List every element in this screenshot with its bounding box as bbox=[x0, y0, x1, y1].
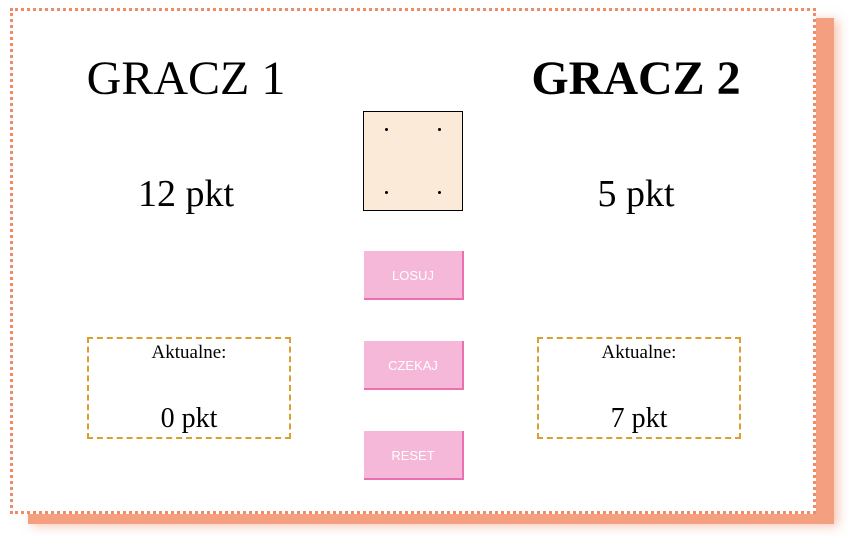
game-board: GRACZ 1 GRACZ 2 12 pkt 5 pkt LOSUJ CZEKA… bbox=[10, 8, 816, 514]
player-1-current-label: Aktualne: bbox=[151, 342, 227, 363]
player-1-title: GRACZ 1 bbox=[86, 52, 286, 105]
die-face-four-icon bbox=[363, 111, 463, 211]
roll-button[interactable]: LOSUJ bbox=[364, 251, 464, 300]
hold-button[interactable]: CZEKAJ bbox=[364, 341, 464, 390]
die-pip bbox=[385, 191, 388, 194]
die-pip bbox=[385, 128, 388, 131]
player-2-total-score: 5 pkt bbox=[597, 173, 675, 215]
player-1-total-score: 12 pkt bbox=[137, 173, 235, 215]
player-2-current-value: 7 pkt bbox=[610, 403, 668, 434]
player-2-title: GRACZ 2 bbox=[531, 52, 741, 105]
reset-button[interactable]: RESET bbox=[364, 431, 464, 480]
player-1-current-box: Aktualne: 0 pkt bbox=[87, 337, 291, 439]
player-2-current-box: Aktualne: 7 pkt bbox=[537, 337, 741, 439]
die-pip bbox=[438, 191, 441, 194]
player-1-current-value: 0 pkt bbox=[160, 403, 218, 434]
die-pip bbox=[438, 128, 441, 131]
player-2-current-label: Aktualne: bbox=[601, 342, 677, 363]
